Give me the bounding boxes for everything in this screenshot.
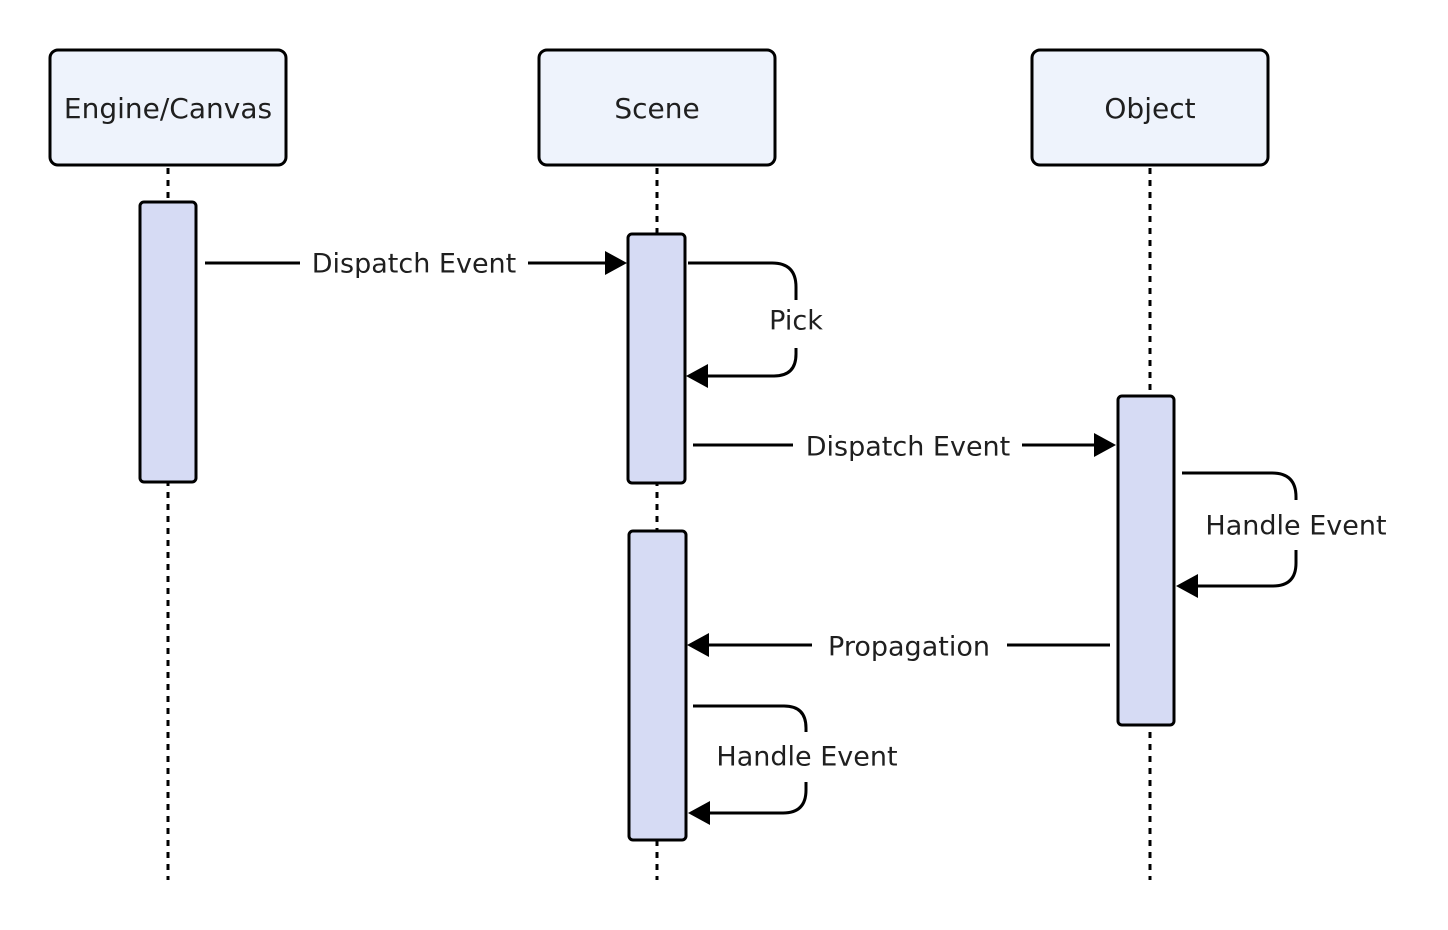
message-propagation-label: Propagation — [828, 632, 990, 663]
message-dispatch-event-1: Dispatch Event — [205, 249, 627, 280]
message-pick-loop-top — [688, 261, 798, 300]
arrowhead-left-icon — [1176, 574, 1198, 598]
message-dispatch-event-2: Dispatch Event — [693, 432, 1116, 463]
message-handle-event-object: Handle Event — [1176, 471, 1387, 598]
participant-object-box — [1030, 48, 1270, 167]
message-handle-event-scene-label: Handle Event — [716, 742, 897, 773]
participant-object-label: Object — [1104, 92, 1195, 125]
message-handle-event-scene-loop-bottom — [705, 782, 808, 815]
arrowhead-left-icon — [686, 364, 708, 388]
message-pick: Pick — [686, 261, 823, 388]
participant-engine-box — [48, 48, 288, 167]
message-handle-event-object-loop-top — [1182, 471, 1298, 500]
activation-object — [1116, 394, 1176, 727]
arrowhead-right-icon — [1094, 433, 1116, 457]
arrowhead-left-icon — [687, 633, 709, 657]
participant-engine-label: Engine/Canvas — [64, 92, 272, 125]
participant-scene-label: Scene — [614, 92, 699, 125]
arrowhead-right-icon — [605, 251, 627, 275]
message-pick-loop-bottom — [704, 348, 798, 378]
participant-object: Object — [1030, 48, 1270, 167]
arrowhead-left-icon — [688, 801, 710, 825]
participant-scene: Scene — [537, 48, 777, 167]
participant-engine: Engine/Canvas — [48, 48, 288, 167]
message-handle-event-object-loop-bottom — [1194, 550, 1298, 588]
message-handle-event-object-label: Handle Event — [1205, 511, 1386, 542]
message-propagation: Propagation — [687, 632, 1110, 663]
activation-engine — [138, 200, 198, 484]
message-dispatch-event-2-label: Dispatch Event — [806, 432, 1011, 463]
message-pick-label: Pick — [769, 306, 823, 337]
activation-scene-1 — [626, 232, 687, 485]
activation-scene-2 — [627, 529, 688, 842]
participant-scene-box — [537, 48, 777, 167]
message-dispatch-event-1-label: Dispatch Event — [312, 249, 517, 280]
message-handle-event-scene: Handle Event — [688, 704, 898, 825]
message-handle-event-scene-loop-top — [693, 704, 808, 732]
